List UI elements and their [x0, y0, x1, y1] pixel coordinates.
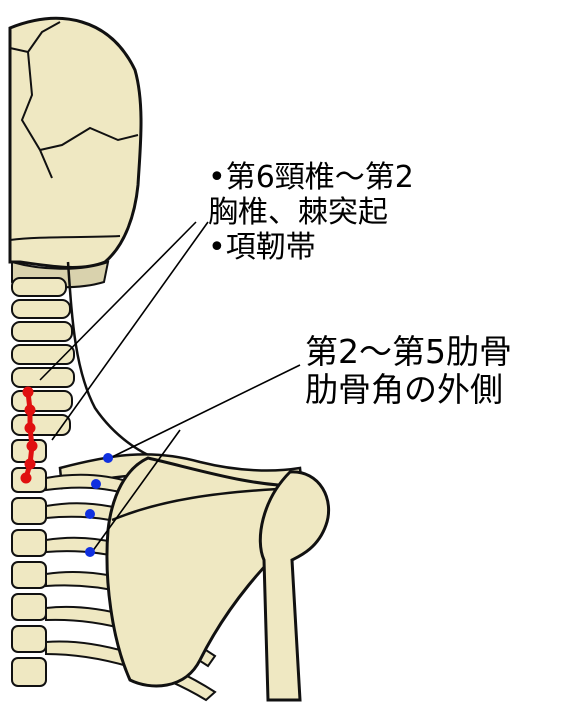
scapula-spine: [111, 486, 296, 522]
neck-outline: [66, 261, 151, 458]
rib-annotation: 第2～第5肋骨 肋骨角の外側: [305, 333, 512, 409]
rib-angle-dot: [85, 547, 95, 557]
leader-lines: [39, 221, 301, 553]
cervical-annotation-line-1: •第6頸椎～第2: [208, 160, 414, 195]
cervical-annotation: •第6頸椎～第2 胸椎、棘突起 •項靭帯: [208, 160, 414, 265]
humerus: [258, 470, 331, 702]
skull-suture: [9, 21, 139, 179]
spinous-process-markers: [20, 386, 38, 484]
spinous-process-dot: [24, 404, 36, 416]
rib-annotation-line-1: 第2～第5肋骨: [305, 332, 512, 371]
spinous-process-dot: [26, 440, 38, 452]
rib-angle-dot: [103, 453, 113, 463]
spinous-process-dot: [24, 458, 36, 470]
cervical-annotation-line-2: 胸椎、棘突起: [208, 195, 388, 230]
spinous-process-dot: [24, 422, 36, 434]
rib-angle-markers: [85, 453, 113, 557]
rib-annotation-line-2: 肋骨角の外側: [305, 370, 503, 409]
rib-angle-dot: [85, 509, 95, 519]
cervical-vertebrae: [11, 277, 75, 436]
cervical-annotation-line-3: •項靭帯: [208, 230, 316, 265]
skull: [8, 16, 143, 269]
rib-angle-dot: [91, 479, 101, 489]
spinous-process-dot: [20, 472, 32, 484]
skull-base: [9, 235, 121, 241]
spinous-process-dot: [22, 386, 34, 398]
